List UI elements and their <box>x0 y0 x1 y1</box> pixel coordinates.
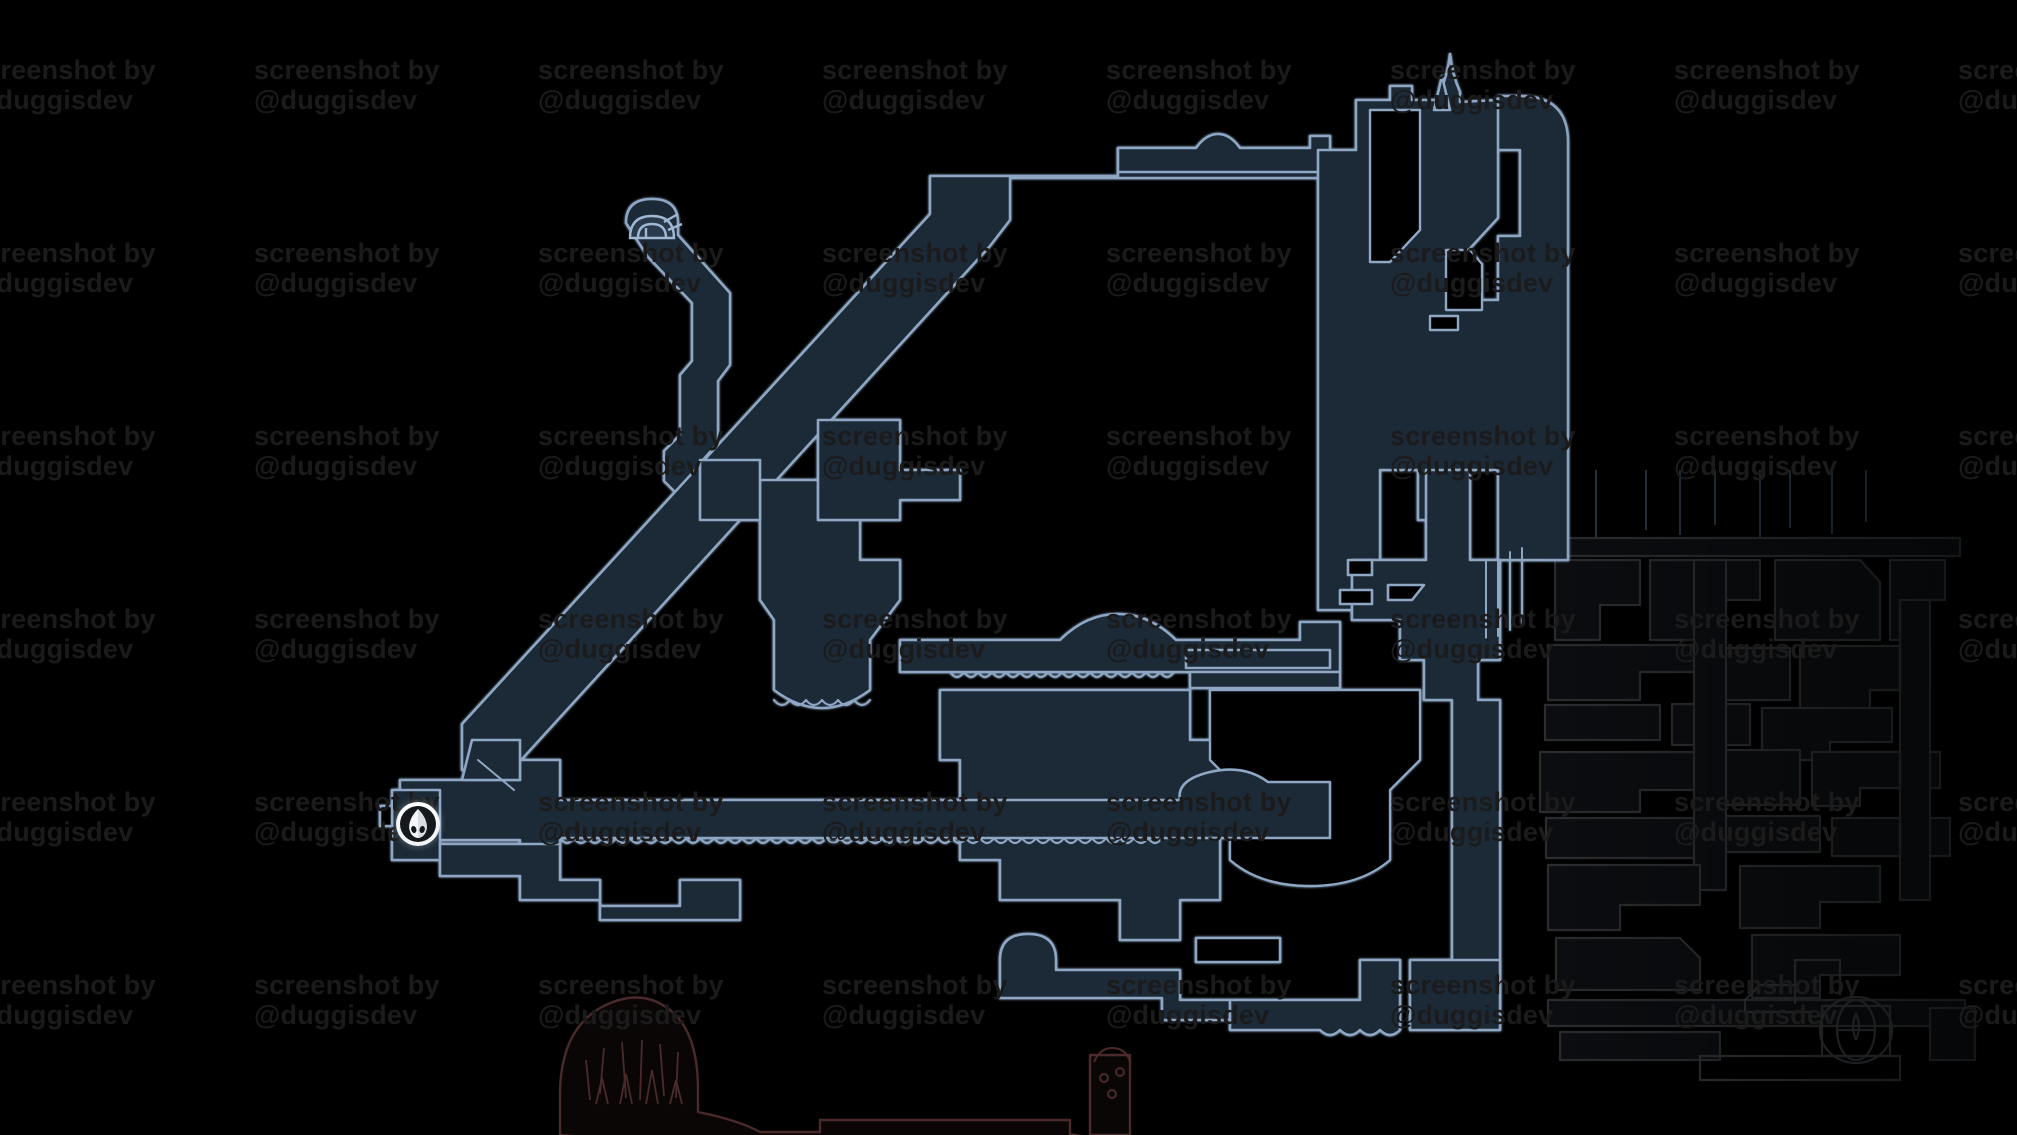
dim-city-of-tears <box>1538 470 1977 1062</box>
knight-head-icon <box>409 809 427 838</box>
crystal-peak-spikes <box>585 1039 683 1105</box>
crystal-peak-pillar-icon <box>1093 1046 1131 1099</box>
crystal-peak-edge <box>558 996 1132 1135</box>
bench-icon <box>628 212 683 240</box>
player-marker[interactable] <box>396 802 440 846</box>
explored-crossroads <box>378 52 1570 1037</box>
